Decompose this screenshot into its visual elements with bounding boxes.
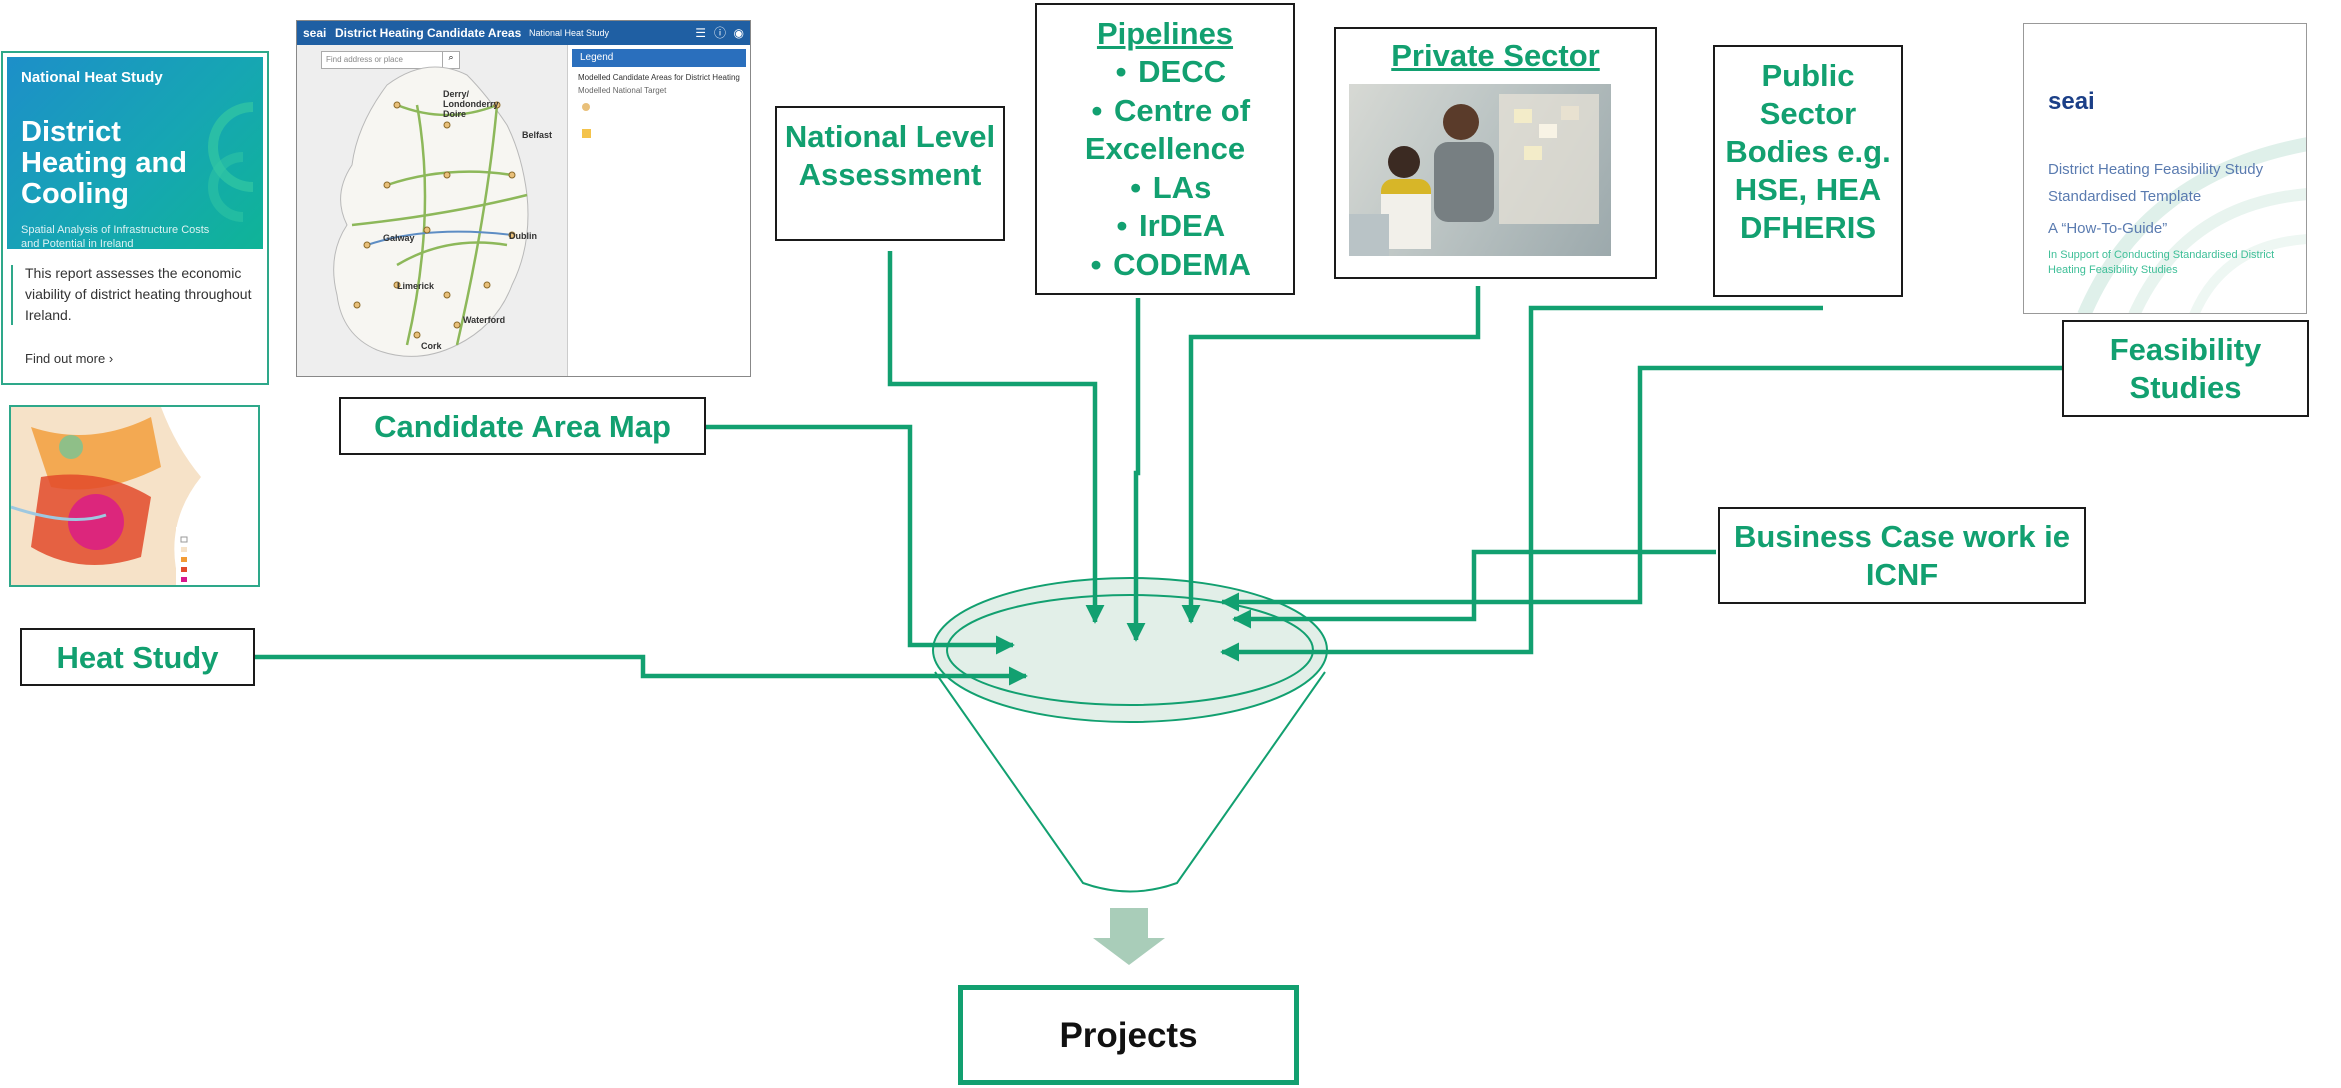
pipelines-item: •DECC <box>1115 54 1226 89</box>
connector-pipelines <box>1126 298 1146 642</box>
connector-candidate-map <box>706 424 1015 655</box>
list-icon[interactable]: ☰ <box>695 26 706 40</box>
pipelines-item: •CODEMA <box>1090 246 1251 282</box>
people-photo <box>1349 84 1611 256</box>
find-out-more-link[interactable]: Find out more › <box>25 351 114 366</box>
report-title: District Heating and Cooling <box>21 116 187 210</box>
pipelines-box: Pipelines •DECC •Centre of Excellence •L… <box>1035 3 1295 295</box>
down-arrow <box>1093 908 1165 965</box>
map-place-label: Limerick <box>397 281 435 291</box>
projects-box: Projects <box>958 985 1299 1085</box>
map-canvas[interactable]: Find address or place ⌕ Derry/ Londonder… <box>297 45 567 376</box>
pipelines-item: •Centre of Excellence <box>1084 92 1251 167</box>
feasibility-studies-box: Feasibility Studies <box>2062 320 2309 417</box>
pipelines-item: •LAs <box>1130 169 1212 205</box>
map-header: seai District Heating Candidate Areas Na… <box>297 21 750 45</box>
map-subtitle: National Heat Study <box>529 28 610 38</box>
guide-title-line2: Standardised Template <box>2048 188 2202 205</box>
legend-text: Modelled Candidate Areas for District He… <box>578 73 740 82</box>
legend-header: Legend <box>572 49 746 67</box>
dublin-heat-map-thumbnail <box>9 405 260 587</box>
funnel <box>932 577 1328 893</box>
private-sector-title: Private Sector <box>1391 38 1600 73</box>
feasibility-guide-thumbnail: seai District Heating Feasibility Study … <box>2023 23 2307 314</box>
map-place-label: Belfast <box>522 130 553 140</box>
guide-title-line3: A “How-To-Guide” <box>2048 220 2168 237</box>
guide-title-line4: In Support of Conducting Standardised Di… <box>2048 249 2275 276</box>
pipelines-item: •IrDEA <box>1116 208 1226 243</box>
report-kicker: National Heat Study <box>21 69 163 86</box>
connector-business-case <box>1232 549 1716 629</box>
connector-public-sector <box>1220 305 1823 662</box>
connector-feasibility <box>1220 365 2062 612</box>
map-place-label: Galway <box>383 233 415 243</box>
candidate-areas-map-thumbnail: seai District Heating Candidate Areas Na… <box>296 20 751 377</box>
map-legend: Legend Modelled Candidate Areas for Dist… <box>567 45 750 376</box>
legend-subtext: Modelled National Target <box>578 86 667 95</box>
report-description: This report assesses the economic viabil… <box>25 265 252 323</box>
seai-logo: seai <box>2048 88 2095 115</box>
map-place-label: Waterford <box>463 315 506 325</box>
connector-national-level <box>887 251 1105 624</box>
report-cover: National Heat Study District Heating and… <box>7 57 263 250</box>
map-place-label: Cork <box>421 341 442 351</box>
report-subtitle: Spatial Analysis of Infrastructure Costs… <box>21 224 210 250</box>
more-icon[interactable]: ◉ <box>733 26 744 40</box>
business-case-box: Business Case work ie ICNF <box>1718 507 2086 604</box>
pipelines-list: •DECC •Centre of Excellence •LAs •IrDEA … <box>1037 53 1293 284</box>
pipelines-title: Pipelines <box>1096 16 1234 51</box>
national-heat-study-thumbnail: National Heat Study District Heating and… <box>1 51 269 385</box>
national-level-assessment-box: National Level Assessment <box>775 106 1005 241</box>
report-graphic <box>208 102 254 222</box>
map-title: District Heating Candidate Areas <box>335 26 522 40</box>
connector-heat-study <box>254 654 1028 686</box>
map-place-label: Dublin <box>509 231 537 241</box>
guide-title-line1: District Heating Feasibility Study <box>2048 161 2264 178</box>
public-sector-box: Public Sector Bodies e.g. HSE, HEA DFHER… <box>1713 45 1903 297</box>
info-icon[interactable]: ⓘ <box>713 26 726 40</box>
connector-private-sector <box>1181 286 1481 624</box>
map-place-label: Derry/ Londonderry Doire <box>443 89 499 119</box>
heat-study-box: Heat Study <box>20 628 255 686</box>
candidate-area-map-box: Candidate Area Map <box>339 397 706 455</box>
